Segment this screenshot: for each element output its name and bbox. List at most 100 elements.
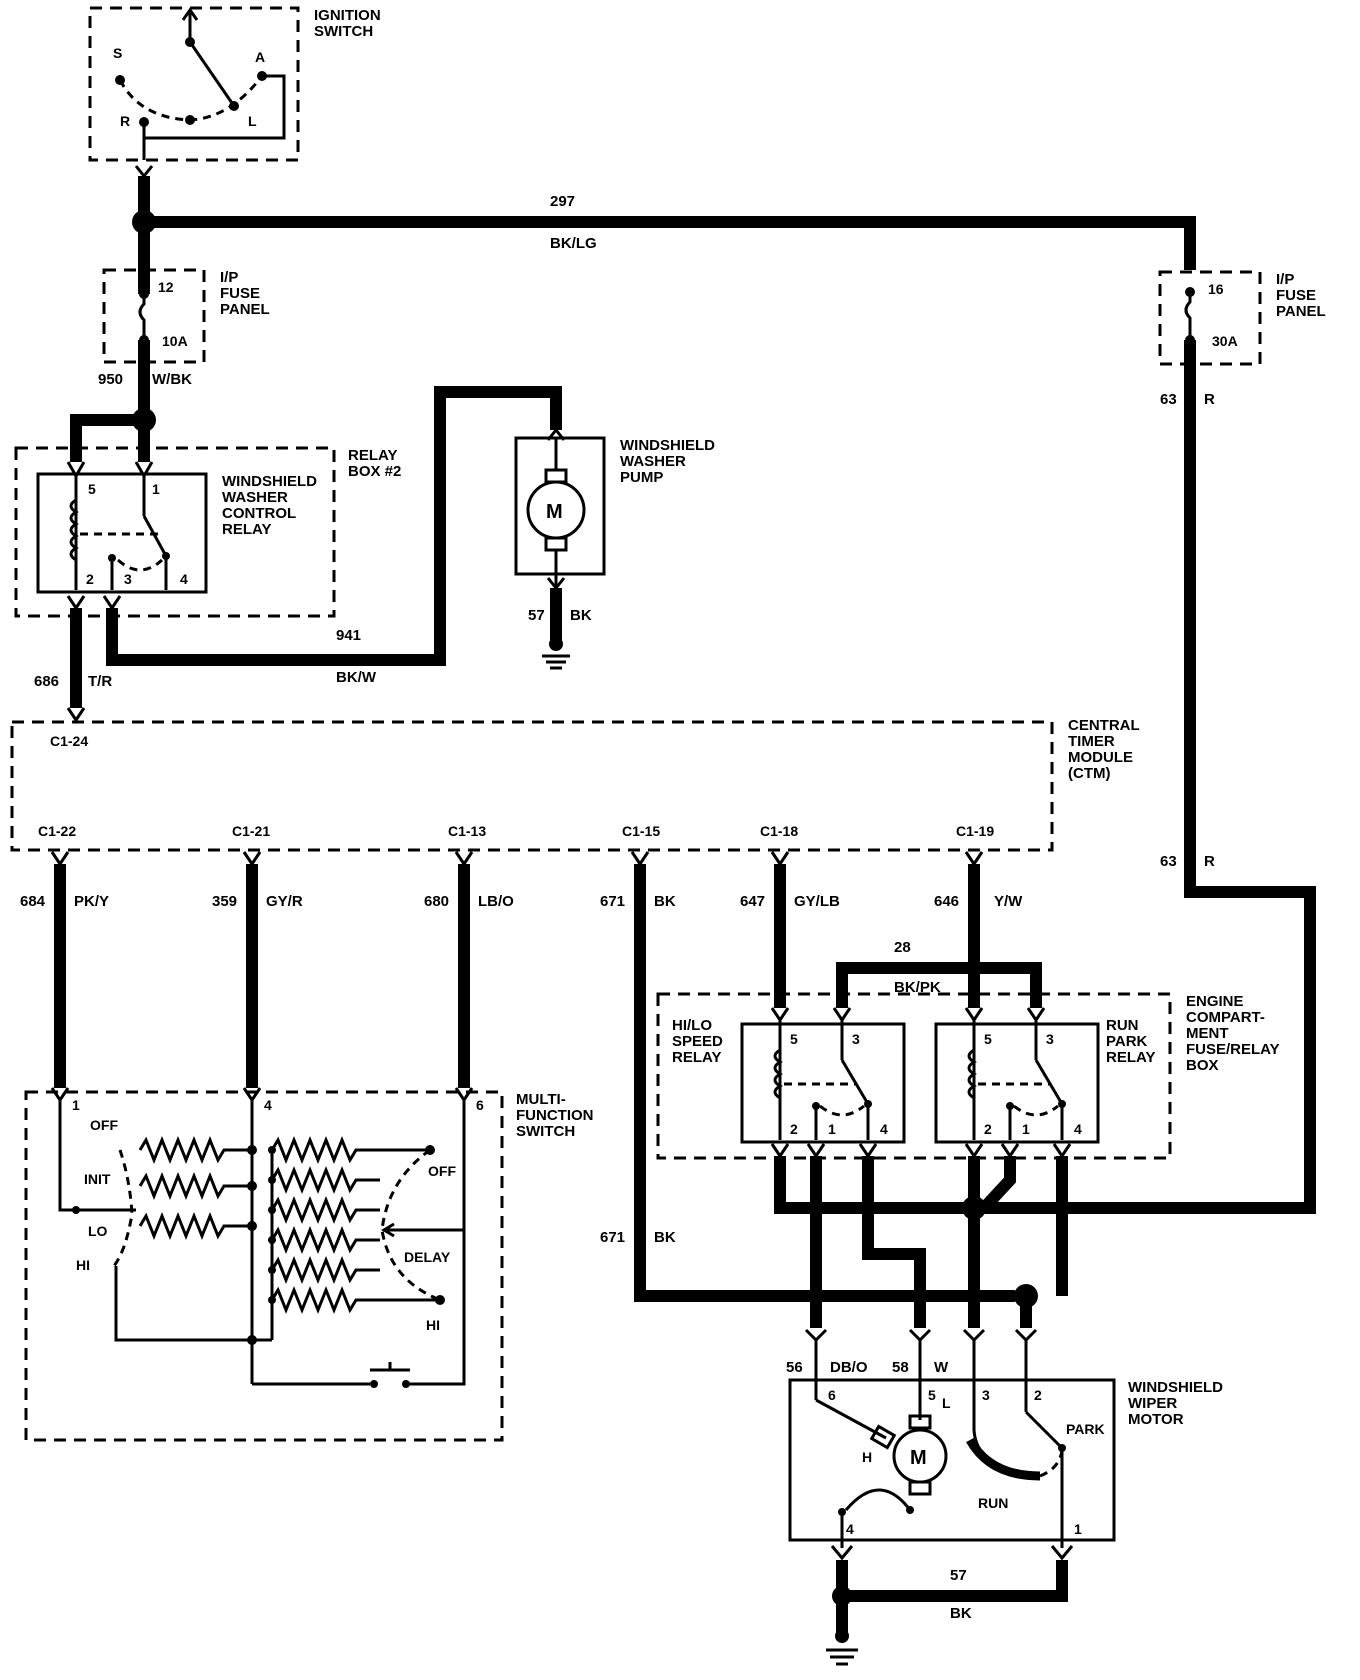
wire-950-color: W/BK: [152, 371, 192, 388]
wire-28-color: BK/PK: [894, 979, 941, 996]
windshield-wiper-motor: WINDSHIELD WIPER MOTOR 6 5 L 3 2 H M 4 P…: [788, 1340, 1223, 1561]
hi-lo-speed-relay: HI/LO SPEED RELAY 5 3 2 1 4: [672, 1007, 906, 1159]
ground-icon: [542, 637, 570, 670]
ip-fuse-right-label-3: PANEL: [1276, 303, 1326, 320]
wire-58-circuit: 58: [892, 1359, 909, 1376]
washer-relay-label-4: RELAY: [222, 521, 271, 538]
wire-63-mid-color: R: [1204, 853, 1215, 870]
wiper-motor-run: RUN: [978, 1495, 1008, 1511]
hilo-relay-pin-2: 2: [790, 1121, 798, 1137]
run-park-relay-pin-2: 2: [984, 1121, 992, 1137]
wire-646-circuit: 646: [934, 893, 959, 910]
wire-56-circuit: 56: [786, 1359, 803, 1376]
hilo-relay-label-2: SPEED: [672, 1033, 723, 1050]
wiper-motor-pin-2: 2: [1034, 1387, 1042, 1403]
wiper-motor-park: PARK: [1066, 1421, 1105, 1437]
washer-relay-label-1: WINDSHIELD: [222, 473, 317, 490]
washer-pump-label-3: PUMP: [620, 469, 663, 486]
run-park-relay-pin-1: 1: [1022, 1121, 1030, 1137]
fuse-12-rating: 10A: [162, 333, 188, 349]
wire-684-color: PK/Y: [74, 893, 109, 910]
wiper-motor-l: L: [942, 1395, 951, 1411]
ctm-label-4: (CTM): [1068, 765, 1110, 782]
wiper-motor-pin-3: 3: [982, 1387, 990, 1403]
relay-box-label-1: RELAY: [348, 447, 397, 464]
washer-relay-pin-3: 3: [124, 571, 132, 587]
mfs-pin-4: 4: [264, 1097, 272, 1113]
wiper-motor-pin-4: 4: [846, 1521, 854, 1537]
engine-box-label-2: COMPART-: [1186, 1009, 1265, 1026]
run-park-relay: RUN PARK RELAY 5 3 2 1 4: [934, 1007, 1155, 1159]
engine-box-label-1: ENGINE: [1186, 993, 1244, 1010]
ignition-pos-a: A: [255, 49, 265, 65]
mfs-pin-1: 1: [72, 1097, 80, 1113]
ctm-pin-c1-19: C1-19: [956, 823, 994, 839]
ctm-pin-c1-18: C1-18: [760, 823, 798, 839]
ctm-pin-c1-24: C1-24: [50, 733, 88, 749]
wiper-motor-label-2: WIPER: [1128, 1395, 1177, 1412]
ctm-pin-c1-15: C1-15: [622, 823, 660, 839]
central-timer-module: CENTRAL TIMER MODULE (CTM) C1-24 C1-22 C…: [10, 717, 1140, 867]
run-park-relay-label-2: PARK: [1106, 1033, 1148, 1050]
wire-646-color: Y/W: [994, 893, 1023, 910]
engine-compartment-fuse-relay-box: ENGINE COMPART- MENT FUSE/RELAY BOX HI/L…: [656, 992, 1280, 1160]
washer-pump-label-2: WASHER: [620, 453, 686, 470]
wiper-motor-pin-6: 6: [828, 1387, 836, 1403]
mfs-hi-right: HI: [426, 1317, 440, 1333]
wire-297-circuit: 297: [550, 193, 575, 210]
wire-63-top-circuit: 63: [1160, 391, 1177, 408]
wire-359-color: GY/R: [266, 893, 303, 910]
wire-58-color: W: [934, 1359, 949, 1376]
ip-fuse-left-label-1: I/P: [220, 269, 238, 286]
wire-57-pump-color: BK: [570, 607, 592, 624]
mfs-off-right: OFF: [428, 1163, 456, 1179]
washer-pump-motor-letter: M: [546, 501, 563, 523]
hilo-relay-pin-5: 5: [790, 1031, 798, 1047]
ctm-label-2: TIMER: [1068, 733, 1115, 750]
wire-671-bot-color: BK: [654, 1229, 676, 1246]
run-park-relay-label-1: RUN: [1106, 1017, 1139, 1034]
fuse-16-number: 16: [1208, 281, 1224, 297]
ignition-pos-s: S: [113, 45, 122, 61]
hilo-relay-pin-4: 4: [880, 1121, 888, 1137]
mfs-hi-left: HI: [76, 1257, 90, 1273]
wire-671-bot-circuit: 671: [600, 1229, 625, 1246]
hilo-relay-label-3: RELAY: [672, 1049, 721, 1066]
washer-relay-pin-2: 2: [86, 571, 94, 587]
ignition-pos-l: L: [248, 113, 257, 129]
run-park-relay-label-3: RELAY: [1106, 1049, 1155, 1066]
wire-680-color: LB/O: [478, 893, 514, 910]
mfs-off-left: OFF: [90, 1117, 118, 1133]
wire-63-top-color: R: [1204, 391, 1215, 408]
ip-fuse-right-label-2: FUSE: [1276, 287, 1316, 304]
ctm-pin-c1-22: C1-22: [38, 823, 76, 839]
engine-box-label-5: BOX: [1186, 1057, 1219, 1074]
washer-relay-pin-5: 5: [88, 481, 96, 497]
washer-relay-label-2: WASHER: [222, 489, 288, 506]
ip-fuse-panel-right: I/P FUSE PANEL 16 30A: [1158, 270, 1326, 366]
ip-fuse-left-label-3: PANEL: [220, 301, 270, 318]
wire-57-pump-circuit: 57: [528, 607, 545, 624]
wire-56-color: DB/O: [830, 1359, 868, 1376]
engine-box-label-4: FUSE/RELAY: [1186, 1041, 1280, 1058]
fuse-16-rating: 30A: [1212, 333, 1238, 349]
wire-297-color: BK/LG: [550, 235, 597, 252]
hilo-relay-pin-3: 3: [852, 1031, 860, 1047]
wire-950-circuit: 950: [98, 371, 123, 388]
wiper-motor-label-1: WINDSHIELD: [1128, 1379, 1223, 1396]
ip-fuse-panel-left: I/P FUSE PANEL 12 10A: [102, 268, 270, 364]
run-park-relay-pin-4: 4: [1074, 1121, 1082, 1137]
ctm-pin-c1-21: C1-21: [232, 823, 270, 839]
wire-647-color: GY/LB: [794, 893, 840, 910]
fuse-12-number: 12: [158, 279, 174, 295]
mfs-delay: DELAY: [404, 1249, 451, 1265]
windshield-washer-pump: WINDSHIELD WASHER PUMP M: [514, 427, 715, 591]
ctm-pin-c1-13: C1-13: [448, 823, 486, 839]
mfs-pin-6: 6: [476, 1097, 484, 1113]
wire-684-circuit: 684: [20, 893, 46, 910]
hilo-relay-label-1: HI/LO: [672, 1017, 712, 1034]
ignition-pos-r: R: [120, 113, 130, 129]
run-park-relay-pin-3: 3: [1046, 1031, 1054, 1047]
ignition-switch-label-1: IGNITION: [314, 7, 381, 24]
mfs-label-1: MULTI-: [516, 1091, 566, 1108]
